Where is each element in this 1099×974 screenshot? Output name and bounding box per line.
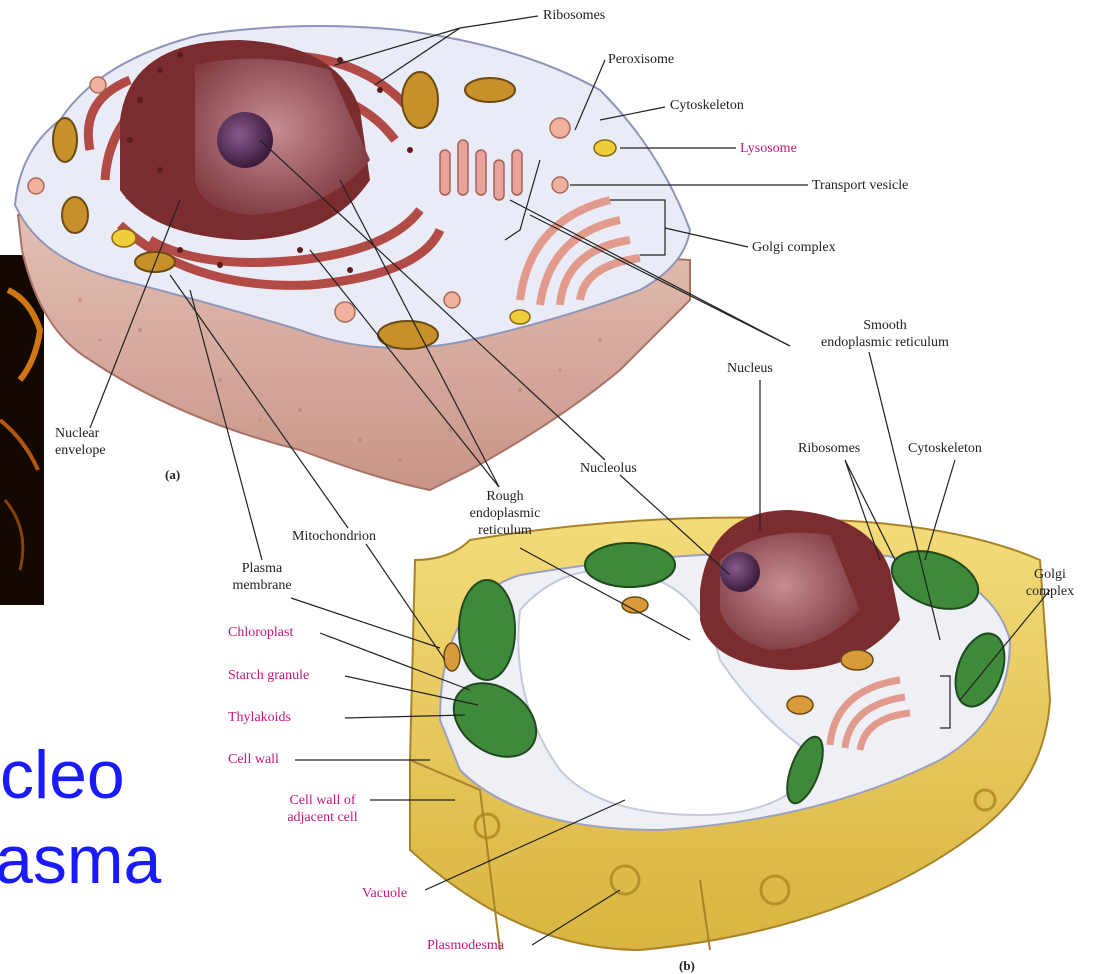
panel-label-b: (b) [679, 957, 695, 974]
panel-label-a: (a) [165, 466, 180, 483]
overlay-text-line1: cleo [0, 735, 125, 815]
label-cytoskeleton-a: Cytoskeleton [670, 97, 744, 114]
label-cell-wall: Cell wall [228, 751, 279, 768]
label-lysosome: Lysosome [740, 140, 797, 157]
label-cell-wall-adjacent-line2: adjacent cell [275, 809, 370, 826]
label-cytoskeleton-b: Cytoskeleton [908, 440, 982, 457]
label-ribosomes-b: Ribosomes [798, 440, 860, 457]
plant-cell [410, 510, 1050, 950]
overlay-text-line2: asma [0, 820, 161, 900]
label-golgi-b-line1: Golgi [1020, 566, 1080, 583]
label-nuclear-envelope-line1: Nuclear [55, 425, 106, 442]
label-nucleolus: Nucleolus [580, 460, 637, 477]
label-mitochondrion: Mitochondrion [292, 528, 376, 545]
label-rough-er-line2: endoplasmic [455, 505, 555, 522]
label-nucleus: Nucleus [727, 360, 773, 377]
label-plasma-membrane: Plasma membrane [222, 560, 302, 594]
label-plasma-membrane-line1: Plasma [222, 560, 302, 577]
micrograph-strip [0, 255, 44, 605]
label-golgi-b-line2: complex [1020, 583, 1080, 600]
label-peroxisome: Peroxisome [608, 51, 674, 68]
label-nuclear-envelope: Nuclear envelope [55, 425, 106, 459]
label-golgi-a: Golgi complex [752, 239, 836, 256]
label-rough-er-line1: Rough [455, 488, 555, 505]
label-smooth-er-line1: Smooth [790, 317, 980, 334]
label-transport-vesicle: Transport vesicle [812, 177, 908, 194]
label-chloroplast: Chloroplast [228, 624, 293, 641]
label-vacuole: Vacuole [362, 885, 407, 902]
label-plasma-membrane-line2: membrane [222, 577, 302, 594]
label-rough-er: Rough endoplasmic reticulum [455, 488, 555, 539]
label-ribosomes-a: Ribosomes [543, 7, 605, 24]
label-smooth-er: Smooth endoplasmic reticulum [790, 317, 980, 351]
label-smooth-er-line2: endoplasmic reticulum [790, 334, 980, 351]
label-cell-wall-adjacent: Cell wall of adjacent cell [275, 792, 370, 826]
label-rough-er-line3: reticulum [455, 522, 555, 539]
label-plasmodesma: Plasmodesma [427, 937, 504, 954]
label-golgi-b: Golgi complex [1020, 566, 1080, 600]
animal-cell [15, 26, 690, 490]
label-nuclear-envelope-line2: envelope [55, 442, 106, 459]
label-thylakoids: Thylakoids [228, 709, 291, 726]
label-cell-wall-adjacent-line1: Cell wall of [275, 792, 370, 809]
label-starch-granule: Starch granule [228, 667, 309, 684]
